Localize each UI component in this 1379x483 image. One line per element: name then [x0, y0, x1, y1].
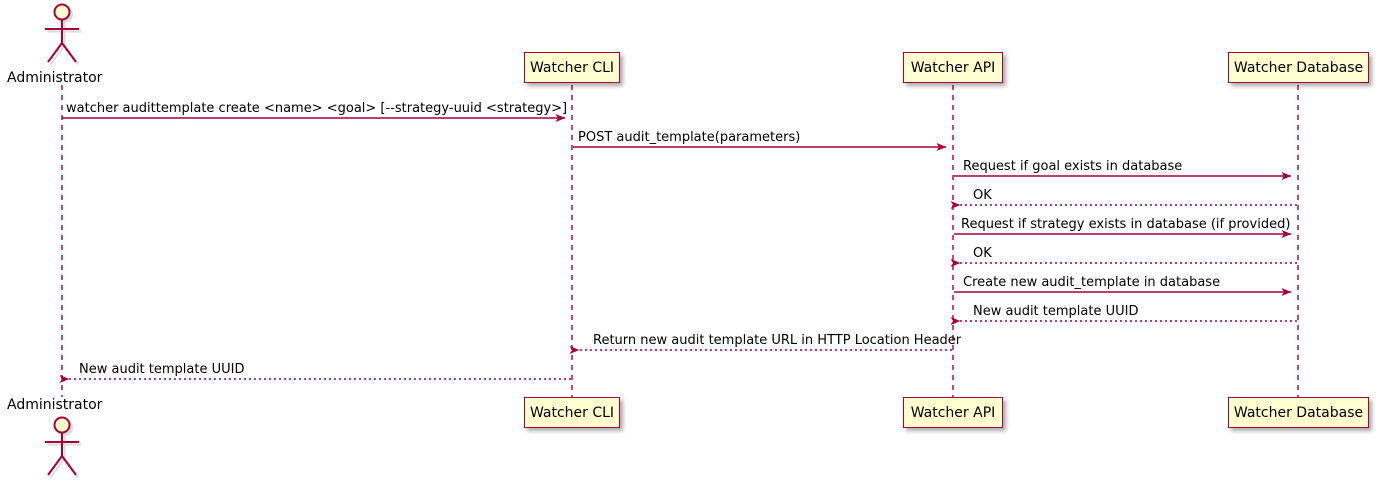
message-label-5: Request if strategy exists in database (… — [961, 217, 1291, 232]
participant-box-watcher-database-bottom[interactable]: Watcher Database — [1228, 397, 1369, 428]
actor-head-icon — [53, 3, 71, 21]
lifelines — [61, 85, 1299, 397]
message-label-1: watcher audittemplate create <name> <goa… — [66, 101, 568, 116]
participant-label-watcher-cli: Watcher CLI — [529, 59, 615, 76]
participant-label-watcher-database: Watcher Database — [1233, 404, 1364, 421]
message-label-3: Request if goal exists in database — [963, 159, 1183, 174]
participant-box-watcher-database-top[interactable]: Watcher Database — [1228, 52, 1369, 83]
actor-administrator-bottom — [45, 416, 82, 479]
actor-head-icon — [53, 416, 71, 434]
participant-box-watcher-cli-bottom[interactable]: Watcher CLI — [524, 397, 620, 428]
participant-label-watcher-cli: Watcher CLI — [529, 404, 615, 421]
message-label-2: POST audit_template(parameters) — [578, 130, 801, 145]
message-label-4: OK — [973, 188, 992, 203]
participant-box-watcher-api-top[interactable]: Watcher API — [903, 52, 1003, 83]
message-label-7: Create new audit_template in database — [963, 275, 1221, 290]
participant-label-watcher-api: Watcher API — [910, 404, 996, 421]
participant-label-watcher-database: Watcher Database — [1233, 59, 1364, 76]
message-label-8: New audit template UUID — [973, 304, 1139, 319]
message-label-9: Return new audit template URL in HTTP Lo… — [593, 333, 962, 348]
message-label-6: OK — [973, 246, 992, 261]
message-arrows — [59, 114, 1297, 383]
actor-administrator-top — [45, 3, 82, 66]
actor-label-administrator-top: Administrator — [7, 70, 103, 86]
participant-label-watcher-api: Watcher API — [910, 59, 996, 76]
participant-box-watcher-cli-top[interactable]: Watcher CLI — [524, 52, 620, 83]
participant-box-watcher-api-bottom[interactable]: Watcher API — [903, 397, 1003, 428]
actor-label-administrator-bottom: Administrator — [7, 397, 103, 413]
message-label-10: New audit template UUID — [79, 362, 245, 377]
